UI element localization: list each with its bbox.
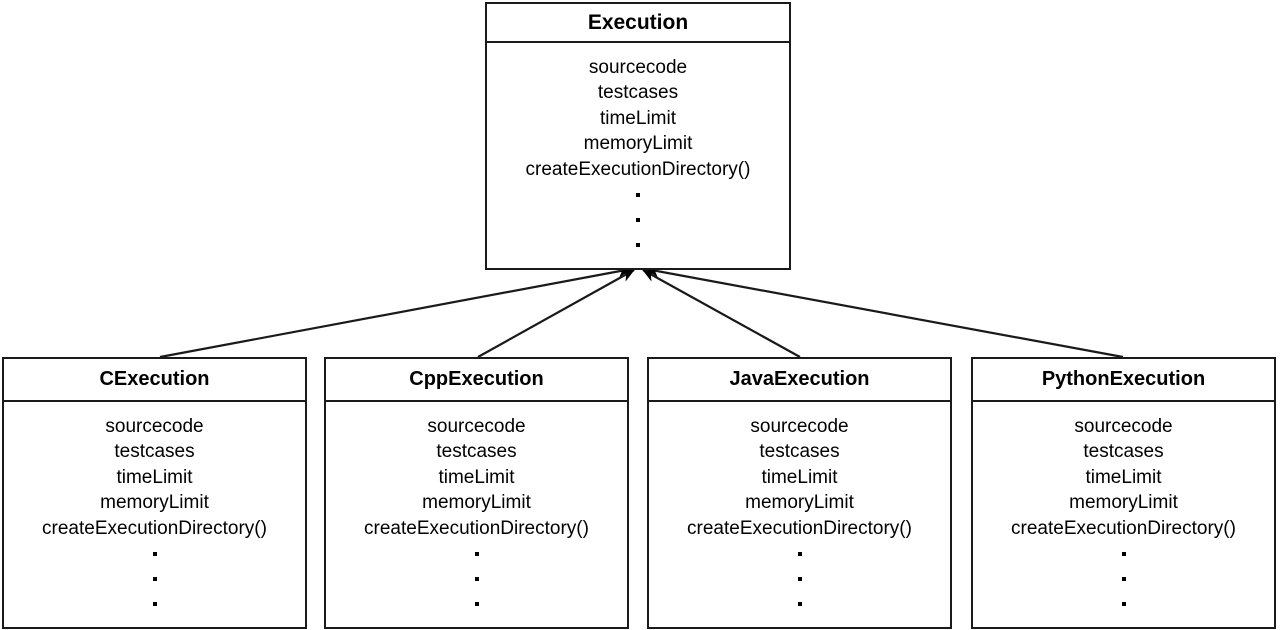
member-item: createExecutionDirectory() <box>525 158 751 180</box>
member-item: timeLimit <box>116 466 193 488</box>
ellipsis-dot <box>797 577 802 581</box>
ellipsis-dot <box>474 577 479 581</box>
members-ellipsis <box>152 541 157 627</box>
member-item: memoryLimit <box>1069 492 1178 513</box>
class-name-javaexecution: JavaExecution <box>649 359 950 402</box>
class-box-pythonexecution[interactable]: PythonExecution sourcecode testcases tim… <box>971 357 1276 629</box>
member-item: sourcecode <box>105 415 204 437</box>
members-ellipsis <box>1121 541 1126 627</box>
ellipsis-dot <box>1121 552 1126 556</box>
members-ellipsis <box>636 182 640 268</box>
member-item: testcases <box>1083 441 1164 462</box>
members-ellipsis <box>474 541 479 627</box>
generalization-arrow-cexecution <box>159 265 632 359</box>
ellipsis-dot <box>797 602 802 606</box>
class-name-execution: Execution <box>487 4 789 43</box>
generalization-arrow-cppexecution <box>477 269 635 358</box>
member-item: timeLimit <box>438 466 515 488</box>
member-item: createExecutionDirectory() <box>1011 517 1236 539</box>
member-item: testcases <box>759 441 840 462</box>
ellipsis-dot <box>474 552 479 556</box>
ellipsis-dot <box>636 193 640 197</box>
generalization-arrow-javaexecution <box>642 269 801 358</box>
ellipsis-dot <box>1121 602 1126 606</box>
member-item: memoryLimit <box>422 492 531 513</box>
member-item: testcases <box>436 441 517 462</box>
member-item: timeLimit <box>1085 466 1162 488</box>
member-item: sourcecode <box>1074 415 1173 437</box>
ellipsis-dot <box>636 243 640 247</box>
class-members-execution: sourcecode testcases timeLimit memoryLim… <box>487 43 789 269</box>
member-item: timeLimit <box>761 466 838 488</box>
class-name-pythonexecution: PythonExecution <box>973 359 1274 402</box>
member-item: sourcecode <box>427 415 526 437</box>
generalization-arrows <box>159 265 1124 359</box>
member-item: testcases <box>597 82 679 103</box>
member-item: createExecutionDirectory() <box>687 517 912 539</box>
member-item: sourcecode <box>588 56 688 78</box>
ellipsis-dot <box>636 218 640 222</box>
member-item: testcases <box>114 441 195 462</box>
ellipsis-dot <box>797 552 802 556</box>
ellipsis-dot <box>152 602 157 606</box>
member-item: memoryLimit <box>100 492 209 513</box>
class-members-cppexecution: sourcecode testcases timeLimit memoryLim… <box>326 402 627 628</box>
ellipsis-dot <box>1121 577 1126 581</box>
class-box-cppexecution[interactable]: CppExecution sourcecode testcases timeLi… <box>324 357 629 629</box>
member-item: memoryLimit <box>745 492 854 513</box>
class-box-cexecution[interactable]: CExecution sourcecode testcases timeLimi… <box>2 357 307 629</box>
ellipsis-dot <box>152 577 157 581</box>
class-name-cppexecution: CppExecution <box>326 359 627 402</box>
class-box-javaexecution[interactable]: JavaExecution sourcecode testcases timeL… <box>647 357 952 629</box>
generalization-arrow-pythonexecution <box>645 265 1124 359</box>
class-name-cexecution: CExecution <box>4 359 305 402</box>
member-item: createExecutionDirectory() <box>364 517 589 539</box>
ellipsis-dot <box>474 602 479 606</box>
class-box-execution[interactable]: Execution sourcecode testcases timeLimit… <box>485 2 791 270</box>
member-item: memoryLimit <box>583 133 693 154</box>
member-item: createExecutionDirectory() <box>42 517 267 539</box>
members-ellipsis <box>797 541 802 627</box>
class-members-cexecution: sourcecode testcases timeLimit memoryLim… <box>4 402 305 628</box>
member-item: timeLimit <box>599 107 676 129</box>
ellipsis-dot <box>152 552 157 556</box>
class-members-javaexecution: sourcecode testcases timeLimit memoryLim… <box>649 402 950 628</box>
member-item: sourcecode <box>750 415 849 437</box>
class-members-pythonexecution: sourcecode testcases timeLimit memoryLim… <box>973 402 1274 628</box>
